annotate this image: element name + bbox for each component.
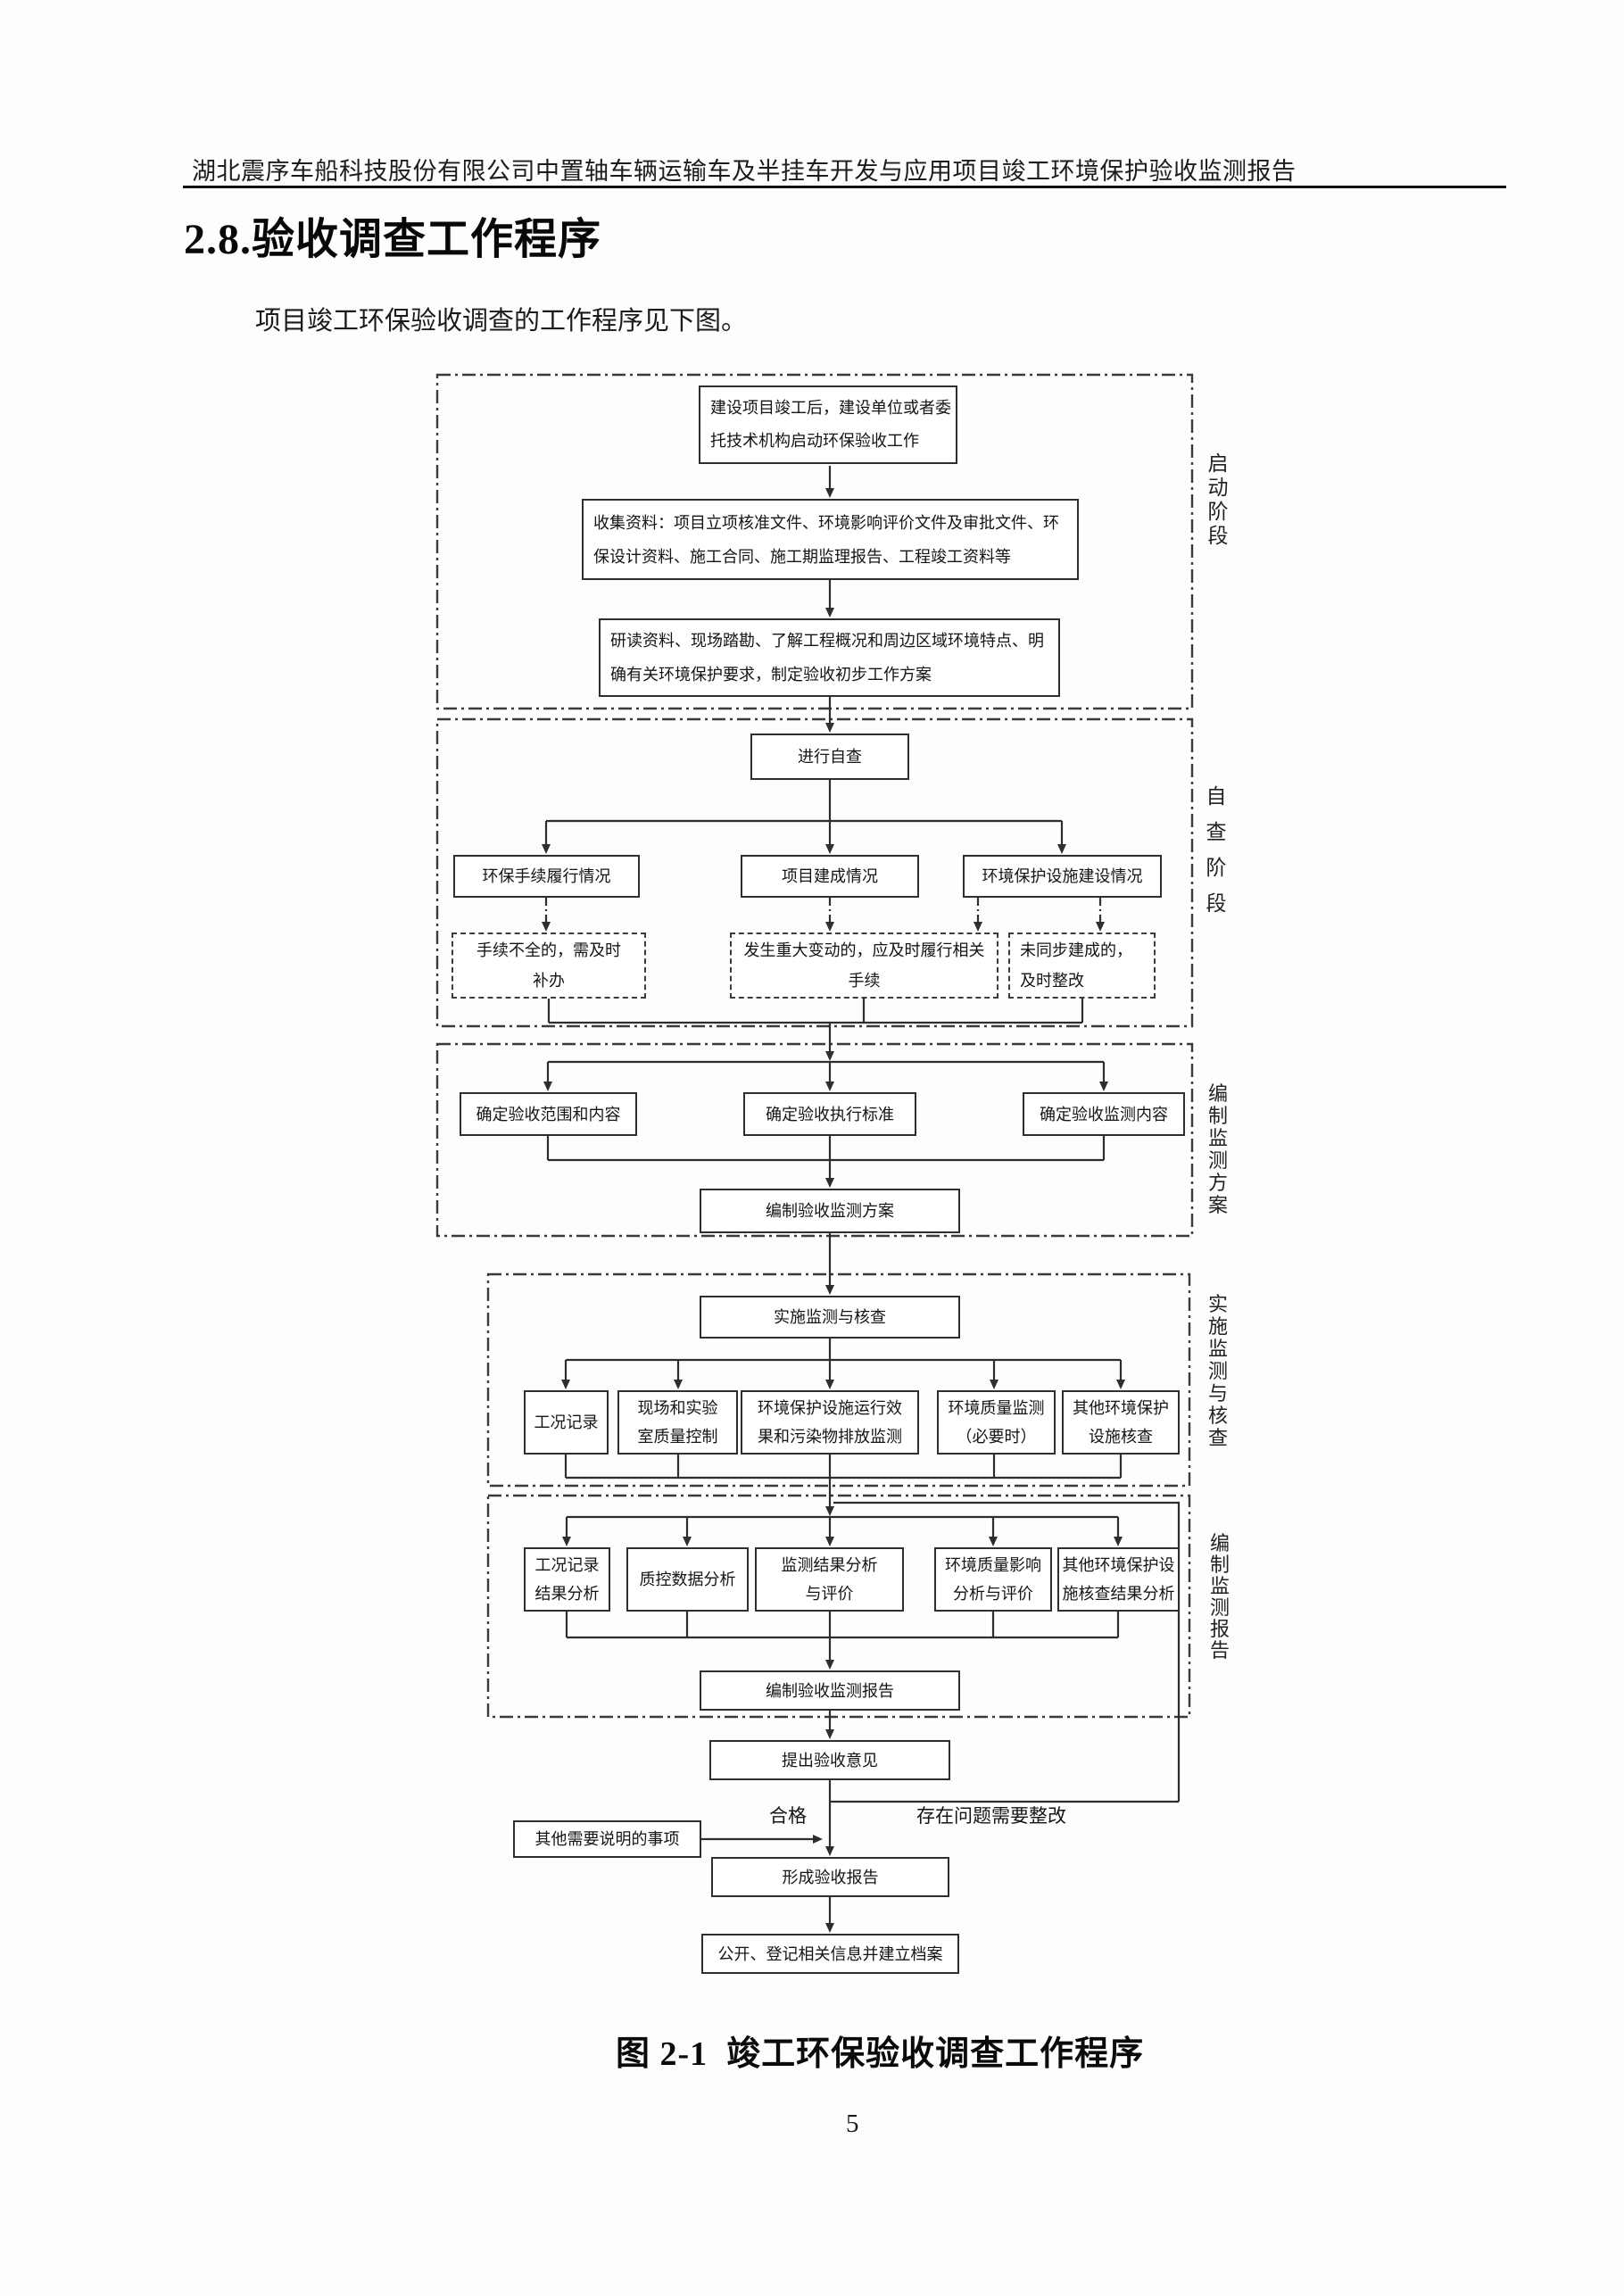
edge-label-pass: 合格 <box>769 1806 807 1827</box>
stage-label-report: 编制监测报告 <box>1209 1532 1230 1662</box>
header-rule <box>183 186 1506 188</box>
node-report: 编制验收监测报告 <box>700 1670 960 1711</box>
node-env-facility-status: 环境保护设施建设情况 <box>963 855 1162 898</box>
node-site-qc: 现场和实验 室质量控制 <box>617 1390 738 1455</box>
node-other-notes: 其他需要说明的事项 <box>513 1820 701 1858</box>
node-other-analysis: 其他环境保护设 施核查结果分析 <box>1057 1547 1180 1612</box>
node-env-quality: 环境质量监测 （必要时） <box>937 1390 1056 1455</box>
node-qc-analysis: 质控数据分析 <box>626 1547 749 1612</box>
node-proc-status: 环保手续履行情况 <box>453 855 640 898</box>
node-final-report: 形成验收报告 <box>711 1857 949 1897</box>
node-result-analysis: 监测结果分析 与评价 <box>755 1547 904 1612</box>
node-monitor-content: 确定验收监测内容 <box>1023 1092 1185 1136</box>
node-plan: 编制验收监测方案 <box>700 1189 960 1233</box>
page-header: 湖北震序车船科技股份有限公司中置轴车辆运输车及半挂车开发与应用项目竣工环境保护验… <box>192 158 1297 185</box>
node-collect: 收集资料：项目立项核准文件、环境影响评价文件及审批文件、环 保设计资料、施工合同… <box>582 499 1079 580</box>
node-implement: 实施监测与核查 <box>700 1296 960 1339</box>
node-publish: 公开、登记相关信息并建立档案 <box>701 1934 959 1974</box>
node-record-analysis: 工况记录 结果分析 <box>524 1547 610 1612</box>
stage-outline-startup <box>435 373 1194 710</box>
stage-label-selfcheck: 自查阶段 <box>1206 784 1227 915</box>
node-env-impact: 环境质量影响 分析与评价 <box>934 1547 1052 1612</box>
section-title: 2.8.验收调查工作程序 <box>184 216 602 263</box>
connector-lines <box>542 466 1181 1933</box>
stage-outlines <box>435 373 1194 1719</box>
node-start: 建设项目竣工后，建设单位或者委 托技术机构启动环保验收工作 <box>699 385 957 464</box>
stage-label-implement: 实施监测与核查 <box>1207 1293 1228 1449</box>
node-study: 研读资料、现场踏勘、了解工程概况和周边区域环境特点、明 确有关环境保护要求，制定… <box>599 618 1060 697</box>
node-facility-effect: 环境保护设施运行效 果和污染物排放监测 <box>741 1390 919 1455</box>
node-self-check: 进行自查 <box>750 734 909 780</box>
dashed-connectors <box>542 898 1105 932</box>
stage-label-plan: 编制监测方案 <box>1207 1082 1228 1216</box>
intro-paragraph: 项目竣工环保验收调查的工作程序见下图。 <box>255 307 748 336</box>
node-not-synced: 未同步建成的， 及时整改 <box>1008 932 1156 999</box>
node-work-record: 工况记录 <box>524 1390 609 1455</box>
page-number: 5 <box>846 2110 859 2138</box>
stage-outline-report <box>486 1494 1191 1719</box>
stage-label-startup: 启动阶段 <box>1207 452 1229 547</box>
node-major-change: 发生重大变动的，应及时履行相关 手续 <box>730 932 998 999</box>
node-standard: 确定验收执行标准 <box>743 1092 916 1136</box>
node-scope: 确定验收范围和内容 <box>460 1092 637 1136</box>
node-proc-fix: 手续不全的，需及时 补办 <box>452 932 646 999</box>
rework-feedback-line <box>833 1501 1181 1802</box>
stage-outline-selfcheck <box>435 717 1194 1028</box>
edge-label-rework: 存在问题需要整改 <box>916 1806 1066 1827</box>
node-build-status: 项目建成情况 <box>741 855 919 898</box>
node-opinion: 提出验收意见 <box>709 1740 950 1780</box>
stage-outline-implement <box>486 1272 1191 1488</box>
figure-caption: 图 2-1 竣工环保验收调查工作程序 <box>616 2035 1145 2073</box>
stage-outline-plan <box>435 1042 1194 1238</box>
node-other-check: 其他环境保护 设施核查 <box>1062 1390 1180 1455</box>
